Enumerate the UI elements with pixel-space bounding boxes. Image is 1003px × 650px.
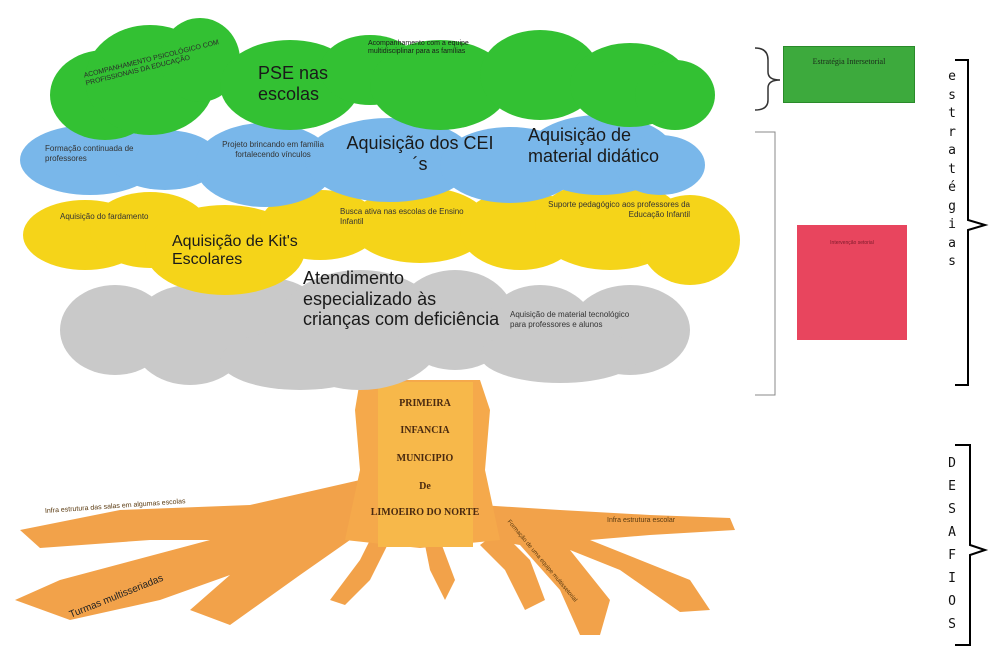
- desafios-letter: O: [948, 594, 956, 609]
- grey-cloud-layer: [60, 270, 690, 390]
- estrategias-letter: t: [948, 161, 956, 177]
- blue-cloud-material-didatico: Aquisição de material didático: [528, 125, 660, 166]
- intersetorial-bracket: [754, 47, 781, 111]
- green-cloud-layer: [50, 18, 715, 140]
- estrategias-letter: e: [948, 69, 956, 84]
- green-cloud-equipe: Acompanhamento com a equipe multidiscipl…: [368, 40, 469, 56]
- estrategias-letter: a: [948, 143, 956, 158]
- trunk-line-2: INFANCIA: [400, 425, 450, 436]
- trunk-line-3: MUNICIPIO: [396, 453, 454, 464]
- blue-cloud-cei: Aquisição dos CEI´s: [346, 133, 494, 174]
- estrategias-bracket: [955, 59, 989, 386]
- desafios-letter: S: [948, 502, 956, 517]
- setorial-bracket: [755, 131, 776, 396]
- intersetorial-label: Estratégia Intersetorial: [812, 57, 886, 66]
- setorial-box: Intervenção setorial: [797, 225, 907, 340]
- tree-roots: [15, 480, 735, 635]
- intersetorial-box: Estratégia Intersetorial: [783, 46, 915, 103]
- estrategias-letter: s: [948, 254, 956, 269]
- grey-cloud-tecnologico: Aquisição de material tecnológico para p…: [510, 310, 630, 329]
- estrategias-letter: g: [948, 198, 956, 214]
- trunk-line-1: PRIMEIRA: [399, 398, 451, 409]
- estrategias-letter: t: [948, 106, 956, 121]
- desafios-letter: S: [948, 617, 956, 632]
- estrategias-letter: i: [948, 217, 956, 232]
- desafios-letter: A: [948, 525, 956, 540]
- grey-cloud-atendimento: Atendimento especializado às crianças co…: [303, 268, 500, 330]
- trunk-line-4: De: [419, 481, 431, 492]
- trunk-line-5: LIMOEIRO DO NORTE: [370, 507, 480, 518]
- blue-cloud-formacao: Formação continuada de professores: [45, 144, 134, 163]
- brackets: [754, 47, 989, 646]
- blue-cloud-layer: [20, 115, 705, 207]
- desafios-bracket: [955, 444, 989, 646]
- green-cloud-pse: PSE nas escolas: [258, 63, 329, 104]
- estrategias-letter: r: [948, 124, 956, 140]
- desafios-letter: D: [948, 456, 956, 471]
- desafios-letter: I: [948, 571, 956, 586]
- yellow-cloud-fardamento: Aquisição do fardamento: [60, 212, 149, 221]
- yellow-cloud-busca-ativa: Busca ativa nas escolas de Ensino Infant…: [340, 207, 464, 226]
- setorial-label: Intervenção setorial: [830, 240, 874, 246]
- desafios-letter: F: [948, 548, 956, 563]
- root-infra-escolar: Infra estrutura escolar: [607, 517, 676, 524]
- trunk-label-panel: [378, 382, 473, 547]
- yellow-cloud-layer: [23, 180, 740, 295]
- yellow-cloud-suporte: Suporte pedagógico aos professores da Ed…: [548, 200, 690, 219]
- estrategias-letter: s: [948, 87, 956, 103]
- blue-cloud-projeto: Projeto brincando em família fortalecend…: [222, 140, 324, 159]
- desafios-letter: E: [948, 479, 956, 494]
- yellow-cloud-kits: Aquisição de Kit's Escolares: [172, 233, 298, 269]
- estrategias-letter: é: [948, 180, 956, 195]
- estrategias-letter: a: [948, 235, 956, 251]
